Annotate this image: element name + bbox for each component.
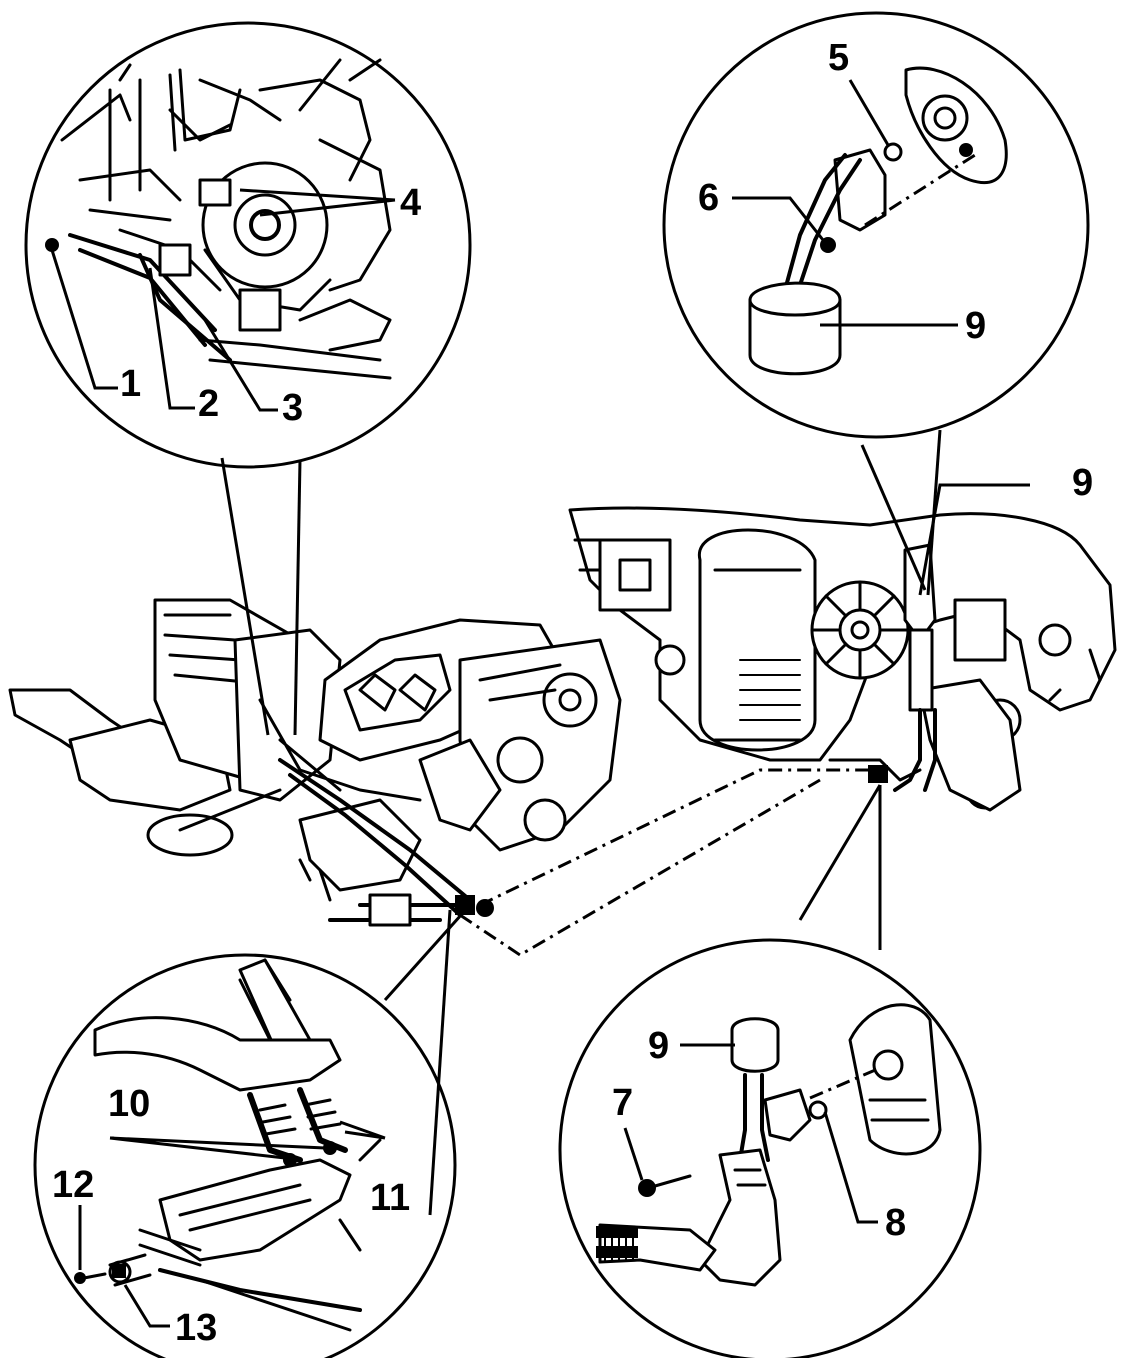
detail-view-bottom-left — [33, 953, 457, 1358]
callout-9-radiator: 9 — [1072, 462, 1093, 504]
receiver-drier-detail — [748, 66, 1008, 376]
callout-1: 1 — [120, 363, 141, 405]
detail-circle-bottom-left — [33, 953, 457, 1358]
callout-labels: 1 2 3 4 5 6 9 9 9 7 8 10 11 12 13 — [52, 37, 1093, 1349]
callout-6: 6 — [698, 177, 719, 219]
callout-leaders-top-right — [732, 79, 958, 327]
detail-circle-bottom-right — [558, 938, 982, 1358]
callout-4: 4 — [400, 182, 421, 224]
callout-5: 5 — [828, 37, 849, 79]
detail-view-top-right — [662, 11, 1090, 439]
callout-leaders-bottom-left — [78, 1120, 386, 1328]
detail-circle-top-right — [662, 11, 1090, 439]
callout-9-bottom-right: 9 — [648, 1025, 669, 1067]
callout-9-top-right: 9 — [965, 305, 986, 347]
connecting-lines — [220, 429, 1030, 1216]
drier-bracket-detail — [596, 1003, 942, 1287]
detail-view-bottom-right — [558, 938, 982, 1358]
engine-transmission-assembly — [8, 598, 622, 927]
callout-leaders-top-left — [50, 188, 396, 412]
detail-circle-top-left — [24, 21, 472, 469]
detail-view-top-left — [24, 21, 472, 469]
callout-13: 13 — [175, 1307, 217, 1349]
callout-leaders-bottom-right — [623, 1043, 878, 1224]
engine-pulley-detail — [45, 58, 392, 380]
callout-11: 11 — [370, 1177, 410, 1219]
callout-12: 12 — [52, 1164, 94, 1206]
callout-8: 8 — [885, 1202, 906, 1244]
hose-connection-detail — [74, 958, 382, 1332]
callout-2: 2 — [198, 383, 219, 425]
radiator-condenser-assembly — [568, 506, 1117, 812]
callout-3: 3 — [282, 387, 303, 429]
callout-7: 7 — [612, 1082, 633, 1124]
callout-10: 10 — [108, 1083, 150, 1125]
